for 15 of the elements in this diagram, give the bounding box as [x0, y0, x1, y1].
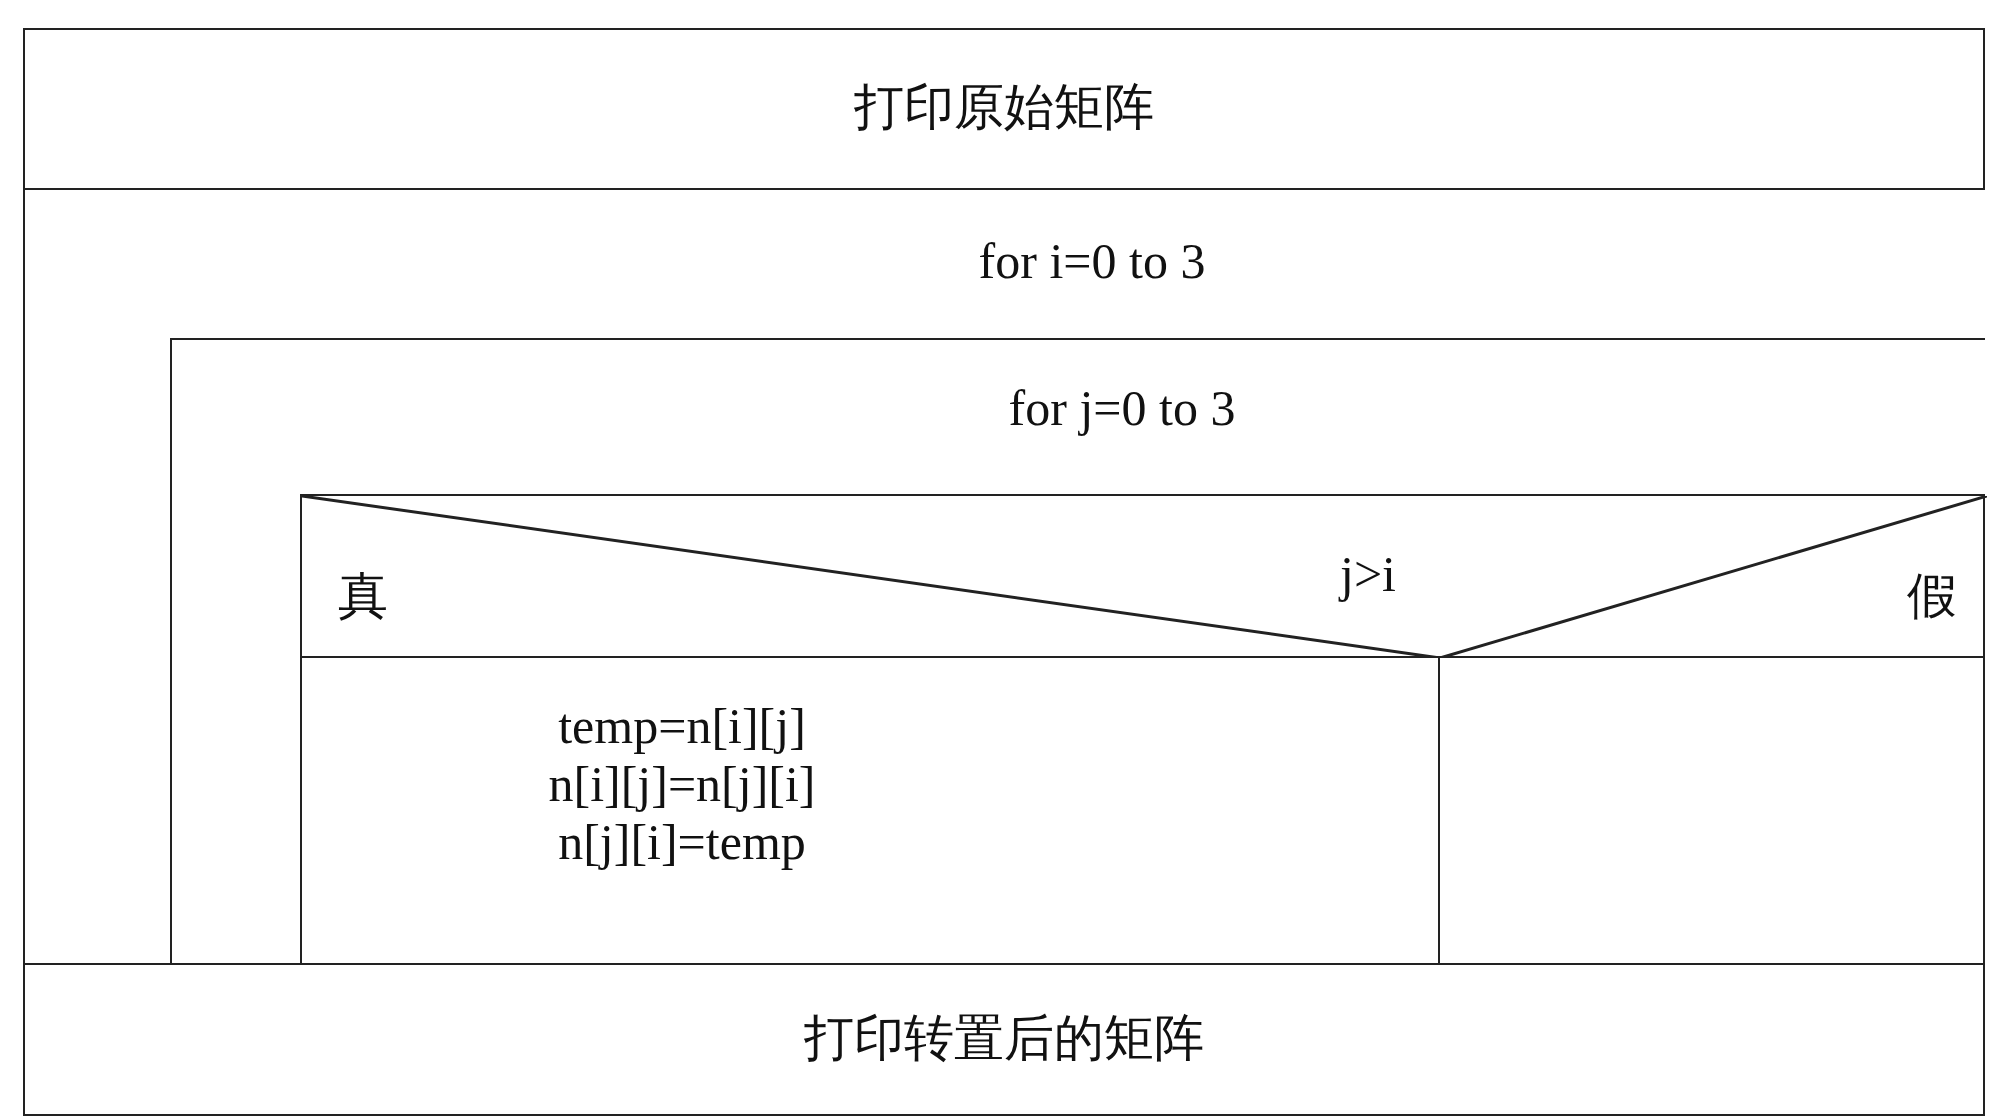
decision-block	[300, 494, 1985, 965]
loop-block	[170, 338, 1985, 965]
statement-box	[23, 963, 1985, 1116]
false-branch-label: 假	[1907, 568, 1957, 626]
statement-text: 打印转置后的矩阵	[803, 1009, 1205, 1067]
statement-box	[23, 28, 1985, 190]
statement-text: n[i][j]=n[j][i]	[548, 756, 816, 814]
loop-condition: for i=0 to 3	[978, 233, 1206, 291]
statement-text: 打印原始矩阵	[853, 79, 1155, 137]
true-branch-label: 真	[338, 568, 388, 626]
condition-text: j>i	[1340, 546, 1396, 604]
statement-text: n[j][i]=temp	[558, 814, 806, 872]
loop-block	[23, 188, 1985, 965]
loop-condition: for j=0 to 3	[1008, 380, 1236, 438]
statement-text: temp=n[i][j]	[558, 698, 806, 756]
